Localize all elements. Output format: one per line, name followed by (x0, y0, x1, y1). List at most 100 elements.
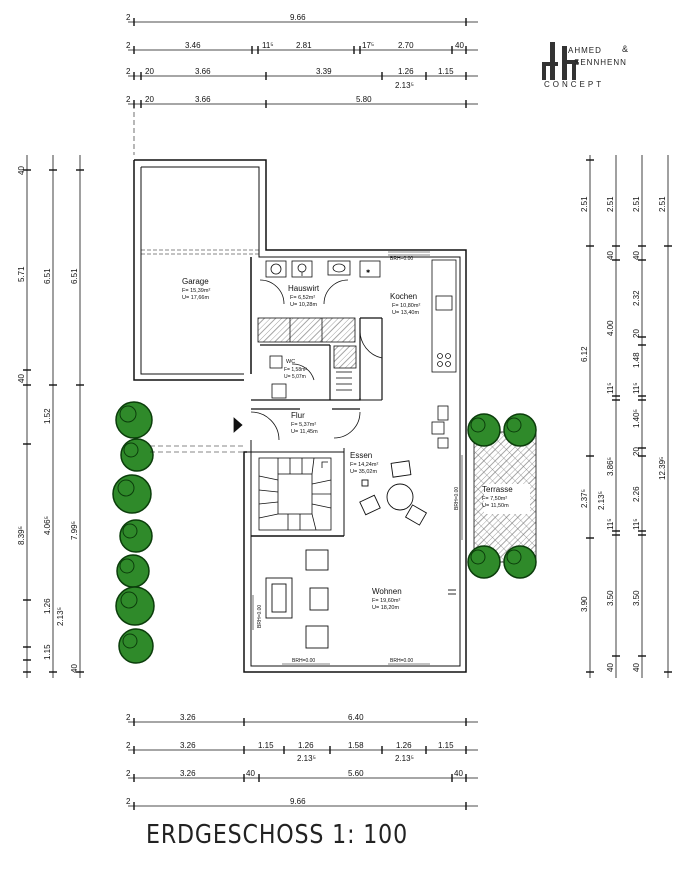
drawing-title: ERDGESCHOSS 1: 100 (146, 820, 408, 850)
dim-label: 2.32 (632, 290, 641, 306)
dim-label: 4.06⁵ (43, 516, 52, 535)
room-name-essen: Essen (350, 451, 372, 460)
svg-text:✱: ✱ (366, 269, 370, 275)
room-name-wc: WC (286, 359, 295, 365)
tree-icon (118, 628, 154, 664)
dim-label: 2.51 (580, 196, 589, 212)
dim-label: 20 (632, 447, 641, 456)
dim-label: 2 (126, 67, 131, 76)
brh-label: BRH=0.00 (390, 256, 413, 262)
brh-label: BRH=0.00 (257, 605, 263, 628)
dim-label: 3.66 (195, 67, 211, 76)
dim-label: 2 (126, 797, 131, 806)
dim-label: 7.99⁵ (70, 521, 79, 540)
tree-icon (116, 554, 150, 588)
dim-label: 11⁵ (606, 382, 615, 394)
dim-label: 4.00 (606, 320, 615, 336)
dim-label: 5.60 (348, 769, 364, 778)
room-area-essen: F= 14,24m² (350, 462, 378, 468)
dim-label: 2 (126, 741, 131, 750)
dim-label: 3.46 (185, 41, 201, 50)
dim-label: 5.71 (17, 266, 26, 282)
dim-label: 1.26 (43, 598, 52, 614)
dim-label: 2 (126, 41, 131, 50)
room-area-garage: F= 15,39m² (182, 288, 210, 294)
dim-label: 2.13⁵ (395, 754, 414, 763)
dim-label: 2.13⁵ (297, 754, 316, 763)
tree-icon (467, 545, 501, 579)
room-name-kochen: Kochen (390, 292, 417, 301)
tree-icon (115, 401, 153, 439)
brh-labels: BRH=0.00 BRH=0.00 BRH=0.00 BRH=0.00 BRH=… (257, 256, 460, 664)
staircase (258, 457, 332, 531)
company-logo: AHMED & SENNHENN CONCEPT (540, 40, 660, 95)
dim-label: 1.40⁵ (632, 409, 641, 428)
dim-label: 3.26 (180, 741, 196, 750)
dim-label: 2.13⁵ (56, 607, 65, 626)
logo-mark-icon (542, 42, 578, 80)
dim-label: 40 (632, 663, 641, 672)
dim-label: 40 (632, 251, 641, 260)
dim-label: 40 (70, 664, 79, 673)
dim-label: 3.50 (606, 590, 615, 606)
dim-label: 2.37⁵ (580, 489, 589, 508)
tree-icon (112, 474, 152, 514)
dim-label: 1.26 (398, 67, 414, 76)
dim-label: 40 (246, 769, 255, 778)
dim-label: 11⁵ (632, 518, 641, 530)
brh-label: BRH=0.00 (390, 658, 413, 664)
room-perimeter-kochen: U= 13,40m (392, 310, 419, 316)
dim-label: 3.66 (195, 95, 211, 104)
dim-label: 11⁵ (606, 518, 615, 530)
dimension-bottom (128, 718, 478, 810)
logo-text-ahmed: AHMED (568, 46, 602, 55)
living-furniture (265, 549, 456, 649)
dim-label: 3.50 (632, 590, 641, 606)
dimension-left (23, 155, 84, 678)
dimension-bottom-labels: 2 3.26 6.40 2 3.26 1.15 1.26 2.13⁵ 1.58 … (126, 713, 463, 806)
dim-label: 11⁵ (262, 41, 274, 50)
room-perimeter-terrasse: U= 11,50m (482, 503, 509, 509)
room-area-wohnen: F= 19,60m² (372, 598, 400, 604)
trees (112, 401, 537, 664)
room-name-terrasse: Terrasse (482, 485, 513, 494)
dim-label: 2 (126, 13, 131, 22)
dim-label: 5.80 (356, 95, 372, 104)
room-name-garage: Garage (182, 277, 209, 286)
dim-label: 2.51 (632, 196, 641, 212)
dim-label: 2 (126, 713, 131, 722)
hauswirt-fixtures: ✱ (257, 260, 381, 369)
tree-icon (120, 438, 154, 472)
dim-label: 1.48 (632, 352, 641, 368)
dim-label: 6.51 (43, 268, 52, 284)
brh-label: BRH=0.00 (292, 658, 315, 664)
dim-label: 40 (17, 166, 26, 175)
dim-label: 2.81 (296, 41, 312, 50)
dimension-right (586, 155, 672, 678)
tree-icon (115, 586, 155, 626)
dimension-left-labels: 40 5.71 40 1.52 8.39⁵ 4.06⁵ 1.26 2.13⁵ 1… (17, 166, 79, 673)
dim-label: 1.58 (348, 741, 364, 750)
dim-label: 3.90 (580, 596, 589, 612)
dim-label: 2.70 (398, 41, 414, 50)
dim-label: 2 (126, 95, 131, 104)
dim-label: 6.40 (348, 713, 364, 722)
room-perimeter-hauswirt: U= 10,28m (290, 302, 317, 308)
dim-label: 3.86⁵ (606, 457, 615, 476)
kitchen-fixtures (359, 259, 457, 449)
tree-icon (467, 413, 501, 447)
dim-label: 40 (606, 663, 615, 672)
dimension-right-labels: 2.51 6.12 2.37⁵ 3.90 2.51 40 4.00 11⁵ 3.… (580, 196, 667, 672)
tree-icon (119, 519, 153, 553)
room-name-wohnen: Wohnen (372, 587, 402, 596)
dim-label: 11⁵ (632, 382, 641, 394)
dim-label: 2 (126, 769, 131, 778)
room-name-hauswirt: Hauswirt (288, 284, 320, 293)
dim-label: 1.15 (438, 741, 454, 750)
wc-fixtures (269, 355, 352, 399)
terrace (473, 431, 537, 563)
dim-label: 2.13⁵ (597, 491, 606, 510)
dim-label: 40 (455, 41, 464, 50)
room-perimeter-wc: U= 5,07m (284, 374, 306, 380)
dim-label: 1.52 (43, 408, 52, 424)
